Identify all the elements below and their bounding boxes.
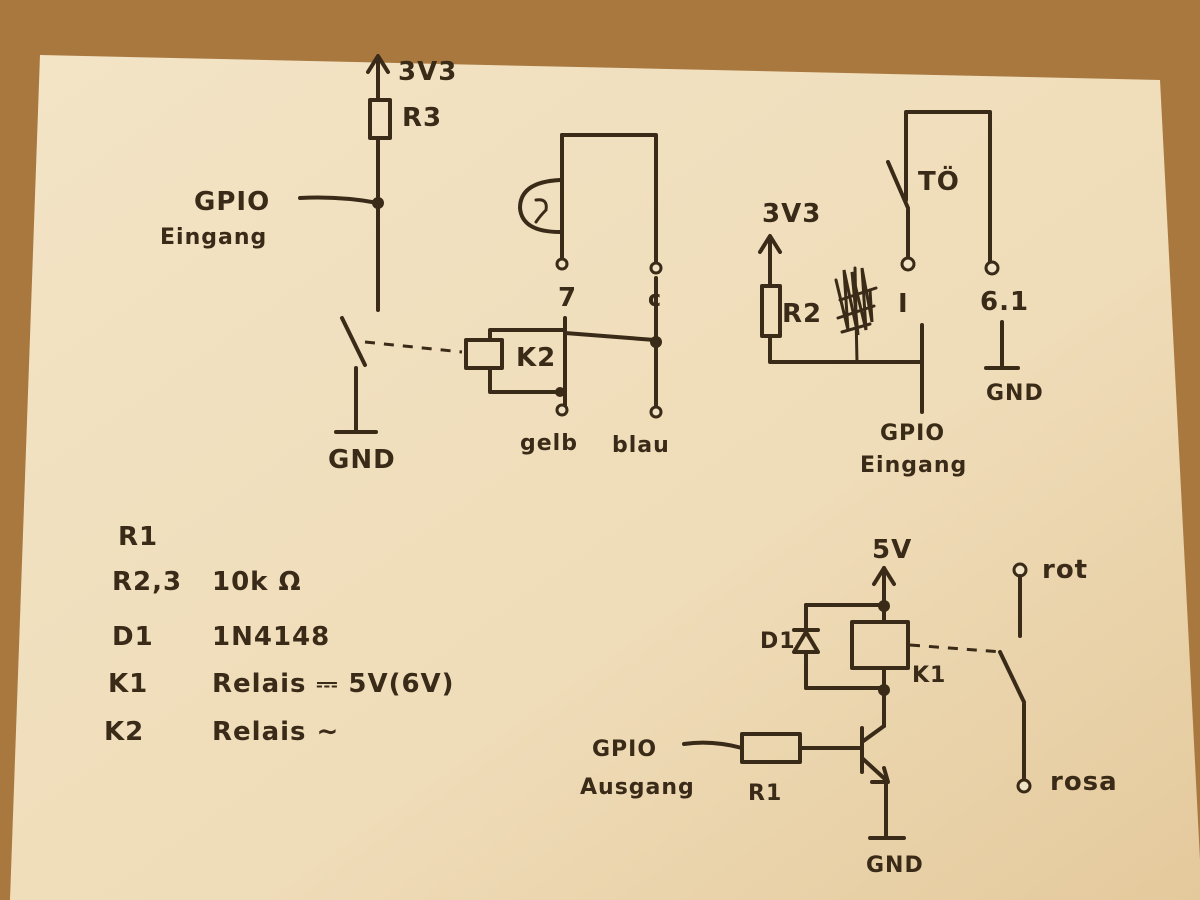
supply-3v3-label: 3V3	[398, 57, 457, 87]
supply-5v-label: 5V	[872, 535, 912, 565]
gnd-bottom-label: GND	[866, 853, 924, 878]
terminal-c-label: c	[648, 287, 662, 312]
part-ref: K1	[108, 669, 148, 699]
gpio-out-sublabel: Ausgang	[580, 775, 695, 800]
k1-label: K1	[912, 663, 946, 688]
gnd-label: GND	[328, 445, 396, 475]
gpio-input-left-circuit: 3V3 R3 GPIO Eingang GND	[160, 54, 463, 475]
part-value: 10k Ω	[212, 567, 302, 597]
d1-label: D1	[760, 629, 796, 654]
gnd-right-label: GND	[986, 381, 1044, 406]
part-value: 1N4148	[212, 622, 330, 652]
terminal-i-label: I	[898, 289, 909, 319]
r1-label: R1	[748, 781, 782, 806]
part-value: Relais ∼	[212, 717, 339, 747]
gpio-out-label: GPIO	[592, 737, 657, 762]
part-ref: K2	[104, 717, 144, 747]
door-opener-circuit: TÖ I 6.1 GND 3V3 R2 GPIO Eingang	[758, 110, 1044, 478]
parts-list: R1 R2,3 10k Ω D1 1N4148 K1 Relais ⎓ 5V(6…	[104, 522, 455, 747]
part-ref: D1	[112, 622, 154, 652]
part-ref: R2,3	[112, 567, 182, 597]
terminal-7-label: 7	[558, 283, 577, 313]
rot-label: rot	[1042, 555, 1088, 585]
k2-label: K2	[516, 343, 556, 373]
gpio-label: GPIO	[194, 187, 270, 217]
blau-label: blau	[612, 433, 670, 458]
gpio-right-sublabel: Eingang	[860, 453, 967, 478]
terminal-gelb	[555, 403, 569, 417]
bell-icon	[518, 178, 562, 234]
relay-k2-coil	[464, 338, 504, 370]
part-value: Relais ⎓ 5V(6V)	[212, 669, 455, 699]
part-ref: R1	[118, 522, 158, 552]
terminal-blau	[649, 405, 663, 419]
gpio-sublabel: Eingang	[160, 225, 267, 250]
relay-k1-driver-circuit: 5V D1 K1 rot rosa GND	[580, 535, 1118, 878]
r3-label: R3	[402, 103, 442, 133]
relay-k2-circuit: K2 gelb blau 7 c	[464, 133, 670, 458]
crossed-out-scribble	[834, 266, 878, 364]
rosa-label: rosa	[1050, 767, 1118, 797]
paper-sheet	[10, 55, 1200, 900]
supply-3v3-right-label: 3V3	[762, 199, 821, 229]
r2-label: R2	[782, 299, 822, 329]
terminal-61-label: 6.1	[980, 287, 1029, 317]
gpio-right-label: GPIO	[880, 421, 945, 446]
gelb-label: gelb	[520, 431, 578, 456]
relay-k1-coil	[850, 620, 910, 670]
terminal-rosa	[1016, 778, 1032, 794]
to-label: TÖ	[918, 164, 960, 197]
